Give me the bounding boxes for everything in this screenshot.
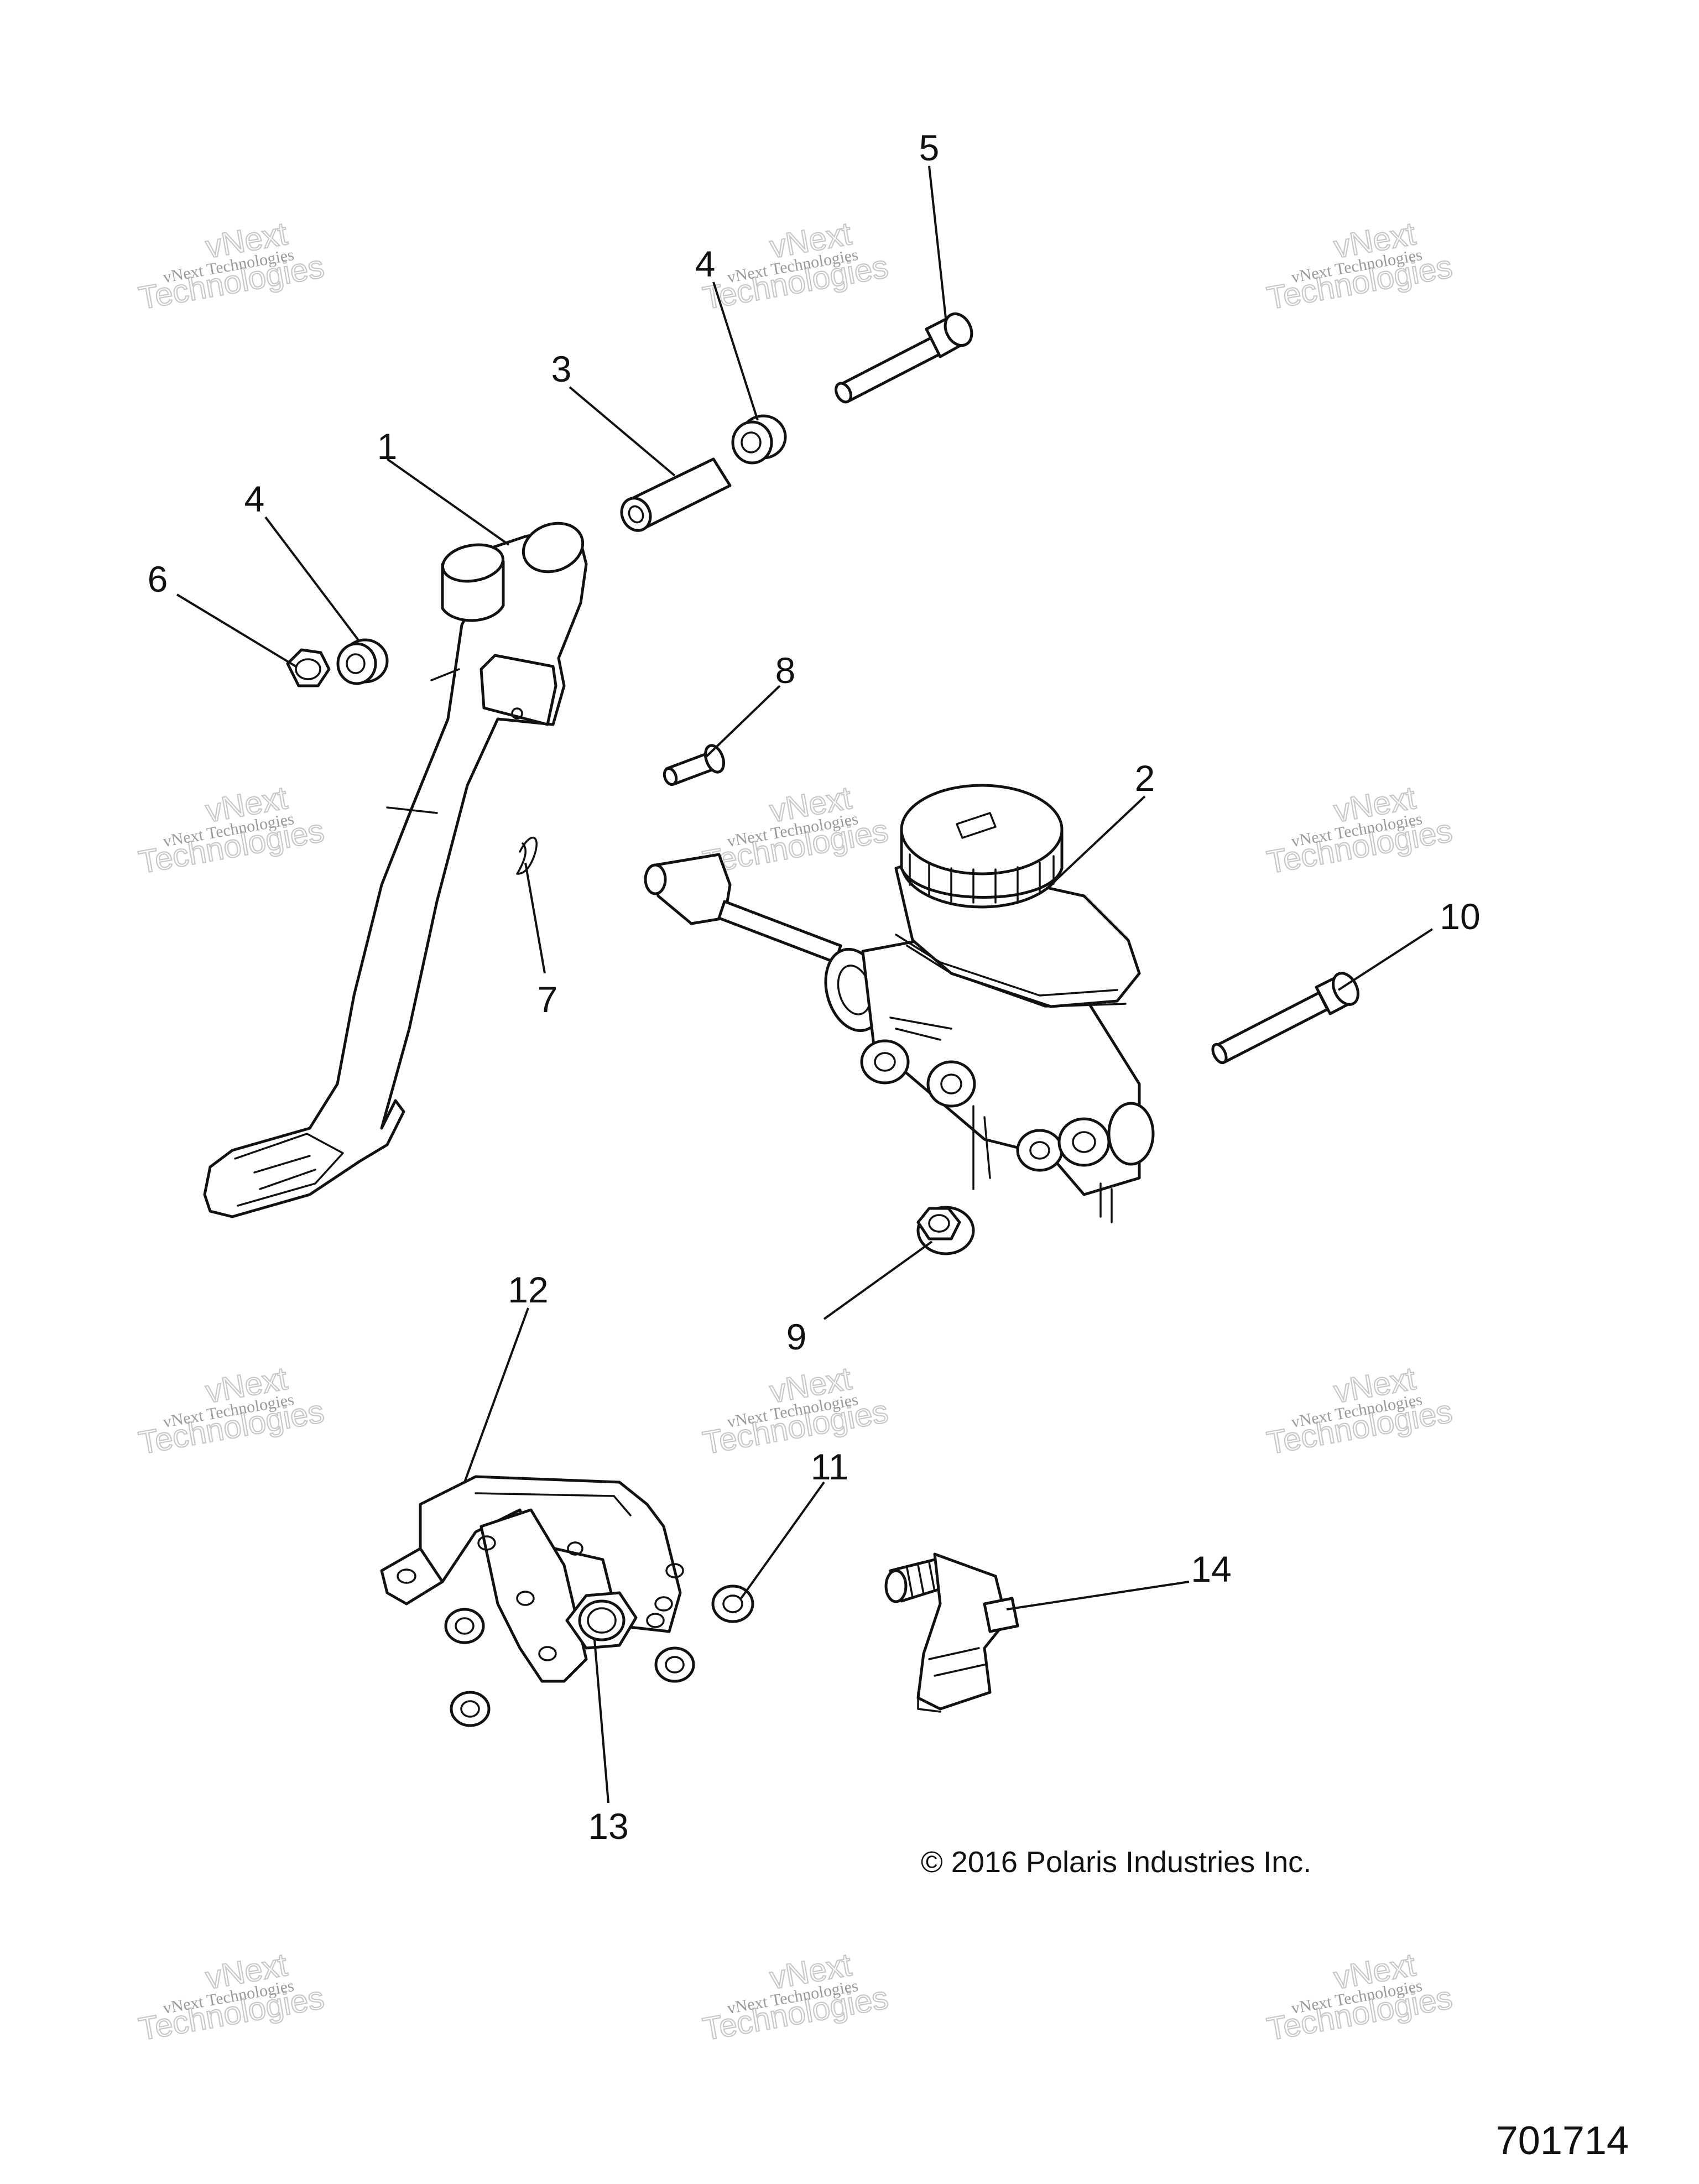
master-cylinder [644, 784, 1155, 1223]
callout-7: 7 [538, 979, 558, 1020]
locknut [286, 648, 331, 687]
callout-10: 10 [1440, 896, 1480, 937]
callout-4-lower: 4 [244, 478, 265, 519]
mounting-bolt [1211, 972, 1359, 1065]
pedal-bracket [380, 1475, 684, 1683]
callout-2: 2 [1135, 758, 1155, 799]
pivot-tube [620, 457, 732, 532]
callout-4-upper: 4 [695, 243, 716, 284]
callout-11: 11 [811, 1446, 849, 1487]
callout-labels: 1 2 3 4 4 5 6 7 8 9 10 11 12 13 14 [148, 127, 1481, 1847]
clevis-pin [663, 744, 725, 786]
callout-6: 6 [148, 559, 168, 600]
callout-8: 8 [775, 650, 796, 691]
bracket-nuts [444, 1608, 695, 1727]
callout-13: 13 [588, 1806, 628, 1847]
callout-5: 5 [919, 127, 940, 168]
callout-14: 14 [1191, 1549, 1231, 1589]
leader-lines [176, 165, 1434, 1804]
callout-3: 3 [551, 348, 572, 389]
brake-switch [884, 1552, 1019, 1713]
large-nut [565, 1591, 638, 1650]
bushing-upper [731, 414, 787, 465]
hair-pin [516, 836, 538, 875]
copyright-notice: © 2016 Polaris Industries Inc. [921, 1846, 1311, 1879]
bushing-lower [336, 638, 389, 685]
callout-12: 12 [508, 1269, 548, 1310]
brake-pedal [203, 522, 588, 1218]
pivot-bolt [835, 312, 973, 404]
callout-9: 9 [786, 1316, 807, 1357]
document-number: 701714 [1496, 2119, 1629, 2163]
callout-1: 1 [377, 426, 398, 467]
